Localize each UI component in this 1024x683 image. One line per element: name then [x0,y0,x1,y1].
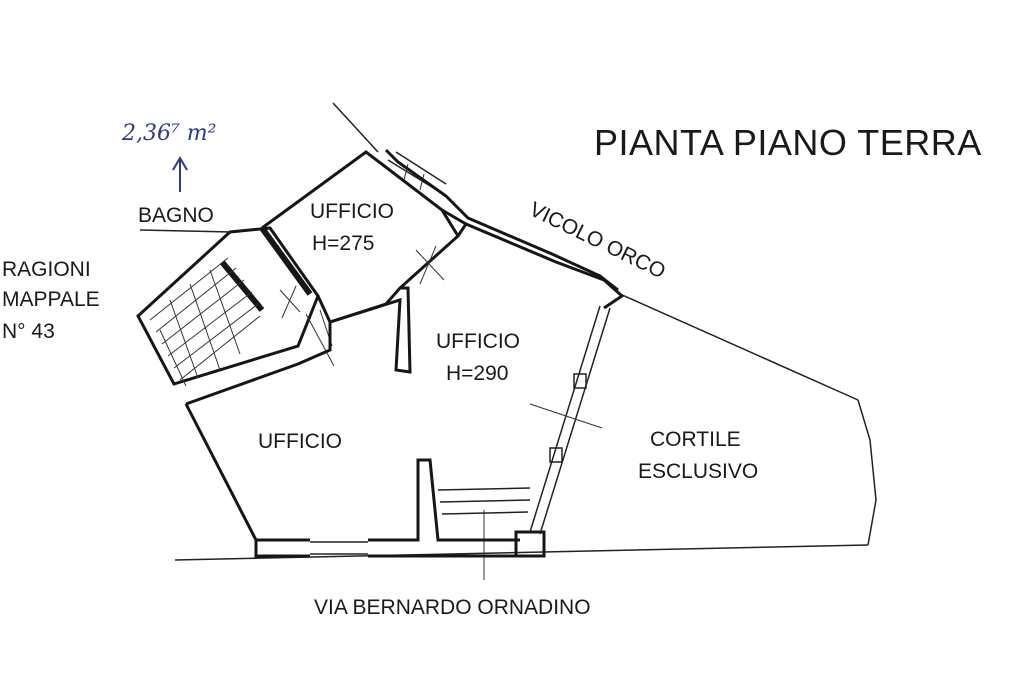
neighbor-line [139,229,233,233]
room-label-esclusivo: ESCLUSIVO [638,460,758,483]
plan-title: PIANTA PIANO TERRA [594,122,982,163]
street-label-via: VIA BERNARDO ORNADINO [314,596,591,619]
room-height-ufficio-small: H=275 [312,232,374,255]
room-label-cortile: CORTILE [650,428,741,451]
main-walls [184,148,625,558]
up-arrow-icon [172,156,188,192]
room-label-ufficio-small: UFFICIO [310,200,394,223]
room-label-ufficio-bottom: UFFICIO [258,430,342,453]
stair-hatch [149,257,261,387]
room-height-ufficio-center: H=290 [446,362,508,385]
street-label-vicolo: VICOLO ORCO [526,198,669,284]
courtyard-glazing [529,305,611,535]
neighbor-label-line2: MAPPALE [2,288,100,311]
boundary-lines [174,102,877,580]
neighbor-label-line3: N° 43 [2,320,55,343]
room-label-bagno: BAGNO [138,204,214,227]
bathroom-block [136,226,320,387]
neighbor-label-line1: RAGIONI [2,258,91,281]
handwritten-area-note: 2,36⁷ m² [121,121,216,146]
room-label-ufficio-center: UFFICIO [436,330,520,353]
